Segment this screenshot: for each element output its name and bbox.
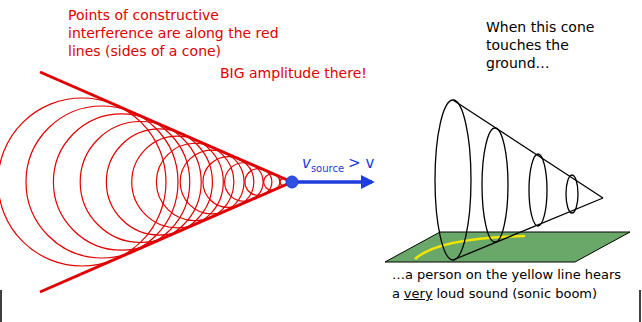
wavefront [53, 114, 189, 250]
caption-text: a [392, 286, 400, 301]
cone-side [40, 72, 292, 182]
velocity-label: vsource > v [302, 154, 374, 178]
velocity-arrow [298, 180, 372, 184]
velocity-symbol: v [302, 154, 311, 172]
wavefront [0, 98, 166, 266]
frame-edge [639, 290, 641, 322]
wavefront [106, 129, 212, 235]
cone-side [40, 182, 292, 292]
frame-edge [0, 290, 2, 322]
source-dot [286, 176, 298, 188]
velocity-subscript: source [311, 163, 344, 174]
velocity-comparison: > v [348, 154, 374, 172]
cone-3d [435, 100, 603, 260]
caption-emphasis: very [404, 286, 433, 301]
note-text: Points of constructive interference are … [68, 6, 298, 60]
wavefront-circles [0, 98, 287, 266]
caption-line: averyloud sound (sonic boom) [392, 285, 597, 303]
note-text: When this cone touches the ground… [486, 18, 636, 72]
wavefront [203, 157, 254, 208]
note-text: BIG amplitude there! [220, 64, 367, 82]
boom-line [415, 236, 525, 259]
caption-text: …a person on the yellow line hears [392, 266, 621, 284]
wavefront [80, 121, 201, 242]
ground-plane [385, 232, 630, 262]
caption-text: loud sound (sonic boom) [436, 286, 597, 301]
wavefront [26, 106, 178, 258]
